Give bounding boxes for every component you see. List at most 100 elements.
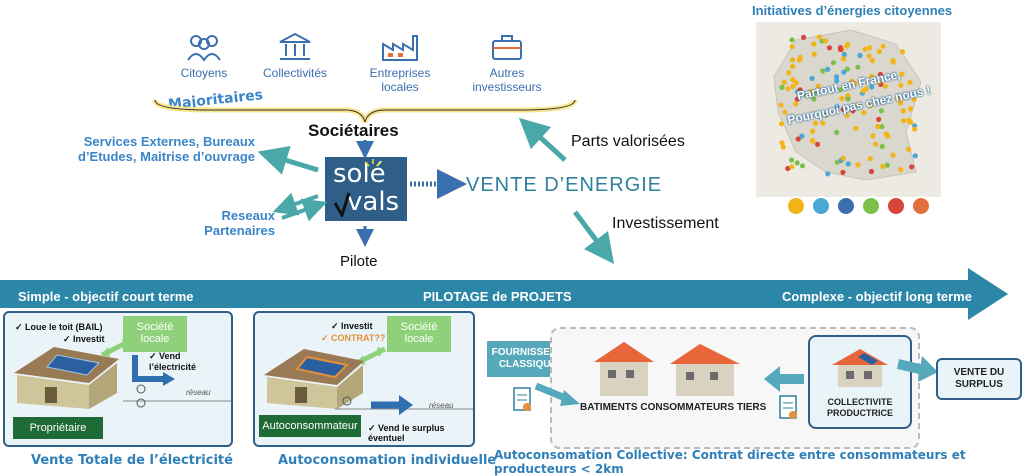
c3-collectivite-box: COLLECTIVITE PRODUCTRICE (808, 335, 912, 429)
banner-center: PILOTAGE de PROJETS (423, 289, 572, 304)
map-dot (789, 44, 795, 50)
banner-left: Simple - objectif court terme (18, 289, 194, 304)
map-dot (855, 162, 861, 168)
c2-grid-line (335, 395, 473, 415)
map-dot (912, 153, 918, 159)
map-dot (786, 70, 792, 76)
map-dot (823, 38, 829, 44)
map-dot (876, 48, 882, 55)
map-dot (785, 86, 791, 92)
stakeholder-entreprises: Entreprises locales (360, 32, 440, 94)
map-dot (837, 87, 843, 93)
vente-energie-label: VENTE D’ENERGIE (466, 174, 663, 196)
arrow-to-reseaux-2 (281, 198, 328, 222)
map-dot (801, 34, 807, 40)
map-dot (873, 141, 879, 147)
c1-investit: ✓ Investit (63, 334, 105, 344)
map-dot (820, 68, 826, 74)
map-dot (797, 87, 803, 93)
map-dot (794, 96, 800, 102)
map-dot (907, 106, 914, 112)
map-dot (912, 126, 918, 132)
c3-batiments: BATIMENTS CONSOMMATEURS TIERS (580, 402, 767, 413)
map-dot (799, 163, 806, 169)
map-dot (879, 143, 885, 150)
map-dot (900, 108, 906, 114)
map-dot (780, 144, 786, 150)
stakeholder-collectivites: Collectivités (255, 32, 335, 80)
map-dot (840, 169, 846, 175)
map-dot (869, 84, 875, 90)
map-dot (841, 69, 847, 75)
map-dot (879, 124, 885, 130)
map-dot (867, 103, 873, 109)
houses-icon (594, 342, 740, 396)
c3-collectivite: COLLECTIVITE PRODUCTRICE (826, 397, 893, 418)
map-dot (911, 96, 917, 102)
map-dot (895, 96, 901, 102)
map-dot (803, 93, 810, 99)
c1-grid-line (123, 355, 231, 408)
caption-autoconso-collective: Autoconsomation Collective: Contrat dire… (494, 448, 966, 476)
map-dot (812, 120, 819, 126)
map-dot (825, 171, 831, 177)
map-dot (880, 163, 886, 169)
arrow-to-services (257, 146, 319, 175)
hydro-icon (836, 196, 856, 216)
map-dot (900, 118, 907, 124)
france-map: Partout en France, Pourquoi pas chez nou… (756, 22, 941, 197)
map-title: Initiatives d’énergies citoyennes (752, 3, 953, 18)
map-dot (811, 41, 817, 47)
map-dot (782, 109, 788, 115)
map-dot (850, 108, 856, 114)
sun-icon (786, 196, 806, 216)
c2-societe-locale: Société locale (387, 316, 451, 352)
map-dot (790, 63, 796, 70)
map-dot (811, 96, 817, 102)
banner-right: Complexe - objectif long terme (782, 289, 972, 304)
map-dot (845, 161, 851, 167)
c1-proprietaire: Propriétaire (13, 417, 103, 439)
autres-label: Autres investisseurs (472, 66, 542, 94)
map-dot (849, 78, 855, 84)
map-dot (869, 58, 875, 64)
map-dot (839, 95, 845, 102)
map-dot (808, 89, 814, 95)
collectivites-label: Collectivités (262, 66, 328, 80)
map-dot (781, 79, 787, 85)
c3-arrow-to-batiments (764, 366, 804, 392)
map-dot (890, 152, 896, 158)
map-dot (809, 138, 815, 144)
house-solar-icon (14, 347, 119, 409)
c3-arrow-to-surplus (896, 356, 938, 382)
map-dot (898, 167, 904, 173)
wind-icon (811, 196, 831, 216)
map-dot (899, 71, 905, 77)
map-dot (906, 117, 912, 123)
map-dot (875, 123, 881, 130)
map-dot (866, 53, 872, 59)
map-dot (785, 165, 791, 172)
c3-doc-icon-1 (513, 387, 531, 411)
arrow-parts (518, 117, 567, 162)
map-dot (854, 102, 860, 108)
reseaux-label: Reseaux Partenaires (204, 208, 275, 238)
map-dot (845, 96, 851, 102)
investissement-label: Investissement (612, 215, 719, 232)
map-dot (778, 102, 784, 108)
map-dot (830, 60, 837, 66)
heat-icon (886, 196, 906, 216)
townhall-icon (279, 32, 311, 60)
map-dot (878, 98, 884, 104)
map-dot (867, 156, 873, 162)
map-dot (840, 106, 846, 112)
map-dot (779, 140, 785, 146)
map-dot (815, 83, 821, 89)
map-dot (797, 55, 803, 61)
map-dot (853, 125, 859, 131)
energy-type-icons (786, 196, 936, 218)
map-dot (907, 79, 913, 86)
stakeholder-autres: Autres investisseurs (462, 32, 552, 94)
people-icon (187, 35, 221, 62)
map-dot (834, 129, 840, 135)
